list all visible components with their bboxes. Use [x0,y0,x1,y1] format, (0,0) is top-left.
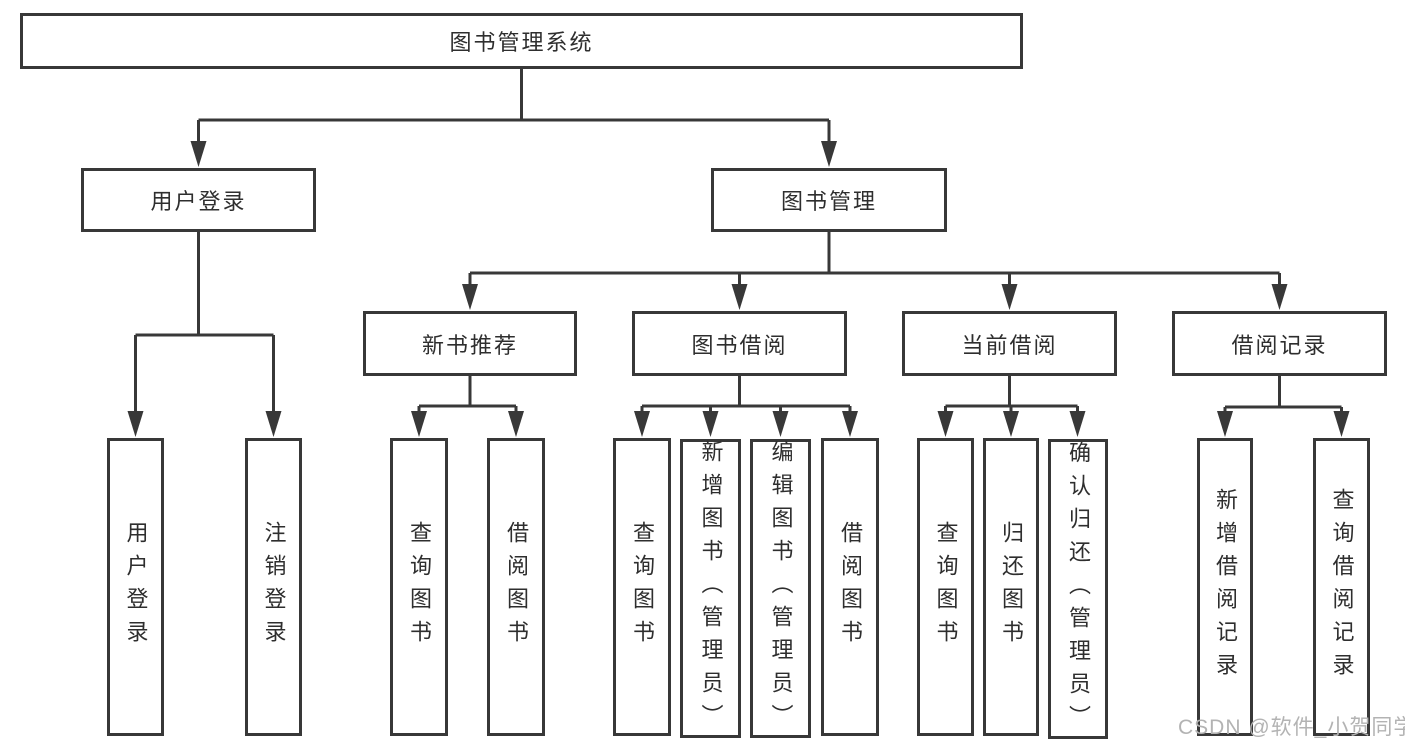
arrowhead-icon [1217,411,1233,437]
arrowhead-icon [731,284,748,310]
arrowhead-icon [1001,284,1018,310]
leaf-query-borrow-record: 查询借阅记录 [1313,438,1370,736]
arrowhead-icon [842,411,858,437]
leaf-add-borrow-record: 新增借阅记录 [1197,438,1253,736]
leaf-return-books: 归还图书 [983,438,1039,736]
node-root-system: 图书管理系统 [20,13,1023,69]
leaf-confirm-return-admin: 确认归还（管理员） [1048,439,1108,739]
node-book-borrowing: 图书借阅 [632,311,847,376]
node-borrowing-records: 借阅记录 [1172,311,1387,376]
node-user-login-module: 用户登录 [81,168,316,232]
arrowhead-icon [508,411,524,437]
leaf-query-books-borrowing: 查询图书 [613,438,671,736]
arrowhead-icon [127,411,144,437]
arrowhead-icon [634,411,650,437]
arrowhead-icon [462,284,478,310]
arrowhead-icon [702,411,719,437]
node-current-borrowing: 当前借阅 [902,311,1117,376]
leaf-user-login: 用户登录 [107,438,164,736]
csdn-watermark: CSDN @软件_小贺同学 [1178,716,1405,739]
leaf-edit-books-admin: 编辑图书（管理员） [750,439,811,738]
leaf-borrow-books-borrowing: 借阅图书 [821,438,879,736]
arrowhead-icon [411,411,427,437]
arrowhead-icon [937,411,954,437]
arrowhead-icon [821,141,837,167]
arrowhead-icon [1003,411,1019,437]
leaf-query-books-current: 查询图书 [917,438,974,736]
leaf-query-books-recommend: 查询图书 [390,438,448,736]
arrowhead-icon [1069,411,1086,437]
leaf-logout: 注销登录 [245,438,302,736]
node-new-book-recommend: 新书推荐 [363,311,577,376]
arrowhead-icon [265,411,282,437]
leaf-borrow-books-recommend: 借阅图书 [487,438,545,736]
arrowhead-icon [772,411,789,437]
arrowhead-icon [1271,284,1288,310]
arrowhead-icon [190,141,207,167]
arrowhead-icon [1333,411,1350,437]
node-book-management-module: 图书管理 [711,168,947,232]
leaf-add-books-admin: 新增图书（管理员） [680,439,741,738]
